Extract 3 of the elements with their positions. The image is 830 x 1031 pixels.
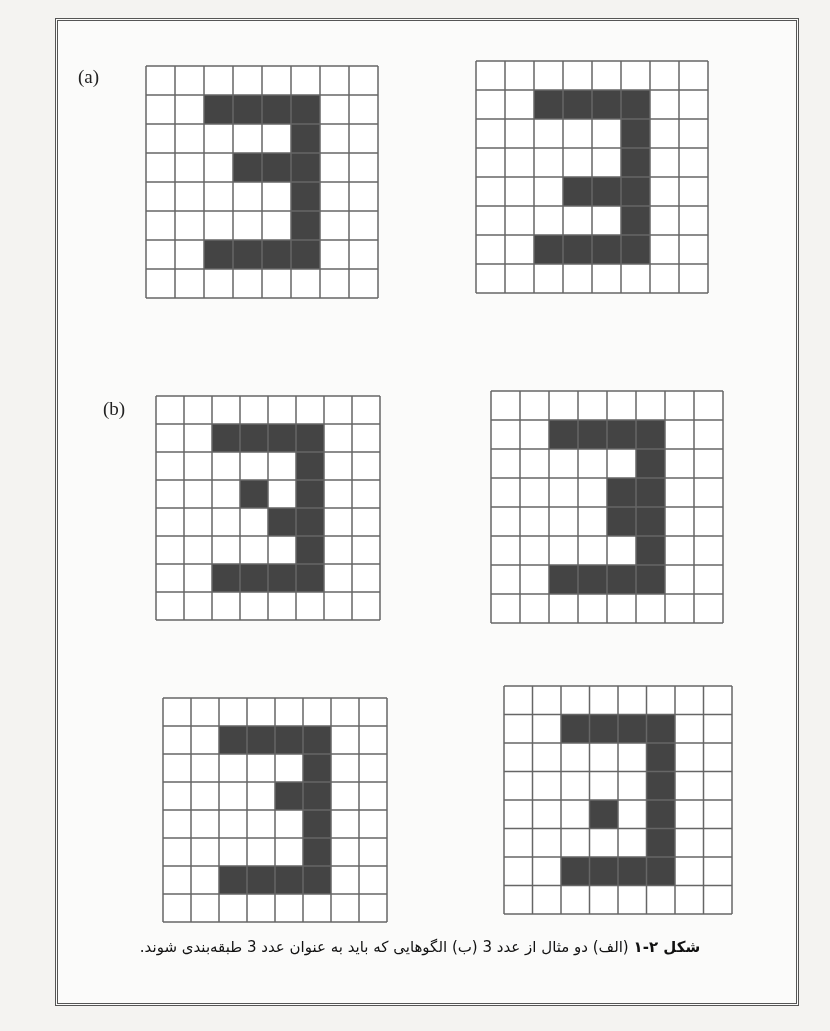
panel-label: (b) xyxy=(103,398,126,420)
figure-caption: شکل ۲-۱ (الف) دو مثال از عدد 3 (ب) الگوهایی که باید به عنوان عدد 3 طبقه‌بندی شوند. xyxy=(138,937,702,958)
panel-label: (a) xyxy=(78,66,100,88)
